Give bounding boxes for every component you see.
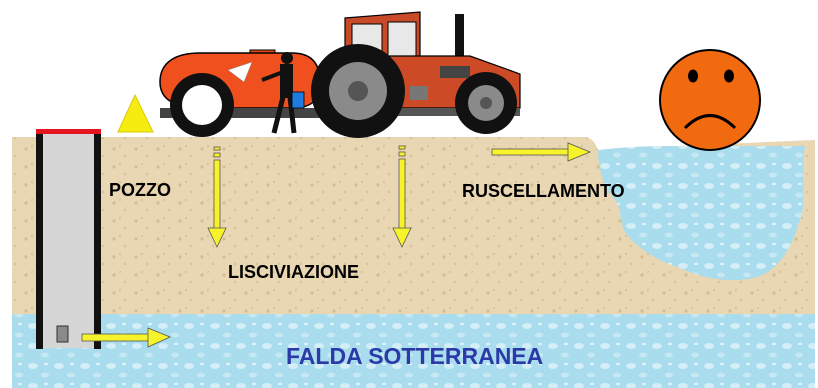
sad-face-icon	[659, 49, 761, 151]
runoff-arrow	[491, 142, 592, 162]
well-outflow-arrow	[81, 327, 172, 348]
runoff-label: RUSCELLAMENTO	[462, 181, 625, 201]
well-label: POZZO	[109, 180, 171, 200]
tractor-icon	[311, 11, 521, 138]
well-pump-icon	[56, 325, 69, 343]
spray-cone-icon	[117, 93, 154, 133]
runoff-pond	[598, 146, 805, 281]
groundwater-layer	[12, 314, 815, 388]
leaching-label: LISCIVIAZIONE	[228, 262, 360, 282]
leaching-arrow-left	[207, 146, 227, 248]
well	[36, 129, 101, 349]
farmer-spraying-icon	[261, 52, 305, 134]
groundwater-label: FALDA SOTTERRANEA	[286, 343, 544, 369]
leaching-arrow-right	[392, 145, 412, 248]
